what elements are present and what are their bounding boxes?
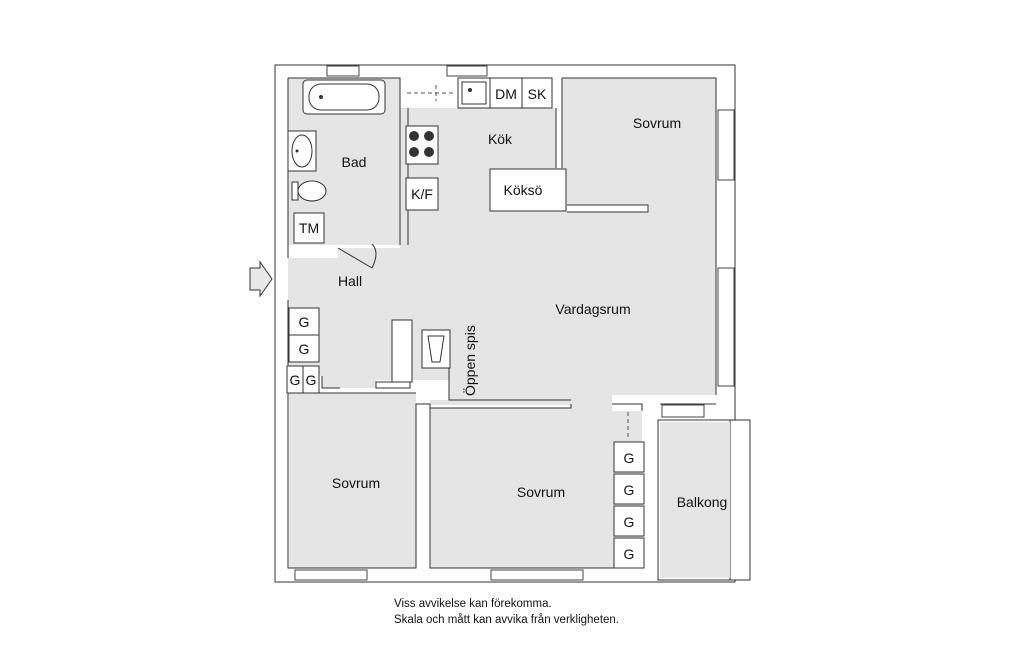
- dishwasher-box: [489, 77, 523, 109]
- window: [294, 569, 368, 581]
- dm-label: DM: [495, 86, 517, 102]
- window: [717, 109, 735, 181]
- room-label-hall: Hall: [338, 273, 362, 289]
- g-label: G: [624, 546, 635, 562]
- g-label: G: [299, 341, 310, 357]
- sk-label: SK: [528, 86, 547, 102]
- window: [490, 569, 584, 581]
- window: [326, 65, 360, 77]
- kf-label: K/F: [411, 186, 433, 202]
- wardrobe-box: [613, 473, 645, 505]
- window: [446, 65, 488, 77]
- balcony-door: [661, 404, 705, 418]
- room-label-balkong: Balkong: [677, 494, 728, 510]
- bedroom-top-floor: [562, 78, 716, 205]
- fridge-freezer-box: [405, 177, 439, 211]
- balcony-floor: [660, 422, 730, 578]
- room-label-sovrum-top: Sovrum: [633, 115, 681, 131]
- g-label: G: [624, 482, 635, 498]
- wardrobe-box: [613, 505, 645, 537]
- room-label-vardagsrum: Vardagsrum: [555, 301, 630, 317]
- cabinet-box: [521, 77, 553, 109]
- washing-machine-box: [293, 212, 325, 244]
- balcony-rail: [729, 419, 751, 581]
- kitchen-island-box: [489, 168, 567, 212]
- koksö-label: Köksö: [504, 182, 543, 198]
- bathroom-floor: [288, 78, 400, 245]
- g-label: G: [624, 450, 635, 466]
- disclaimer: Viss avvikelse kan förekomma. Skala och …: [394, 596, 619, 628]
- g-label: G: [624, 514, 635, 530]
- fireplace-hearth: [391, 319, 413, 383]
- room-label-sovrum-left: Sovrum: [332, 475, 380, 491]
- g-label: G: [306, 372, 317, 388]
- disclaimer-line-2: Skala och mått kan avvika från verklighe…: [394, 614, 620, 626]
- bedroom-middle-floor: [430, 404, 642, 568]
- toilet-icon: [291, 181, 299, 201]
- tm-label: TM: [299, 220, 319, 236]
- g-label: G: [290, 372, 301, 388]
- window: [717, 267, 735, 387]
- entrance-arrow-icon: [249, 260, 273, 298]
- wardrobe-box: [613, 537, 645, 569]
- bedroom-left-floor: [289, 393, 416, 568]
- room-label-sovrum-middle: Sovrum: [517, 484, 565, 500]
- wardrobe-box: [302, 365, 320, 394]
- room-label-bad: Bad: [342, 154, 367, 170]
- oppen-spis-label: Öppen spis: [461, 325, 478, 396]
- stove-icon: [405, 125, 439, 165]
- room-label-kok: Kök: [488, 131, 513, 147]
- disclaimer-line-1: Viss avvikelse kan förekomma.: [394, 598, 552, 610]
- wardrobe-box: [613, 441, 645, 473]
- g-label: G: [299, 314, 310, 330]
- wardrobe-box: [288, 334, 320, 363]
